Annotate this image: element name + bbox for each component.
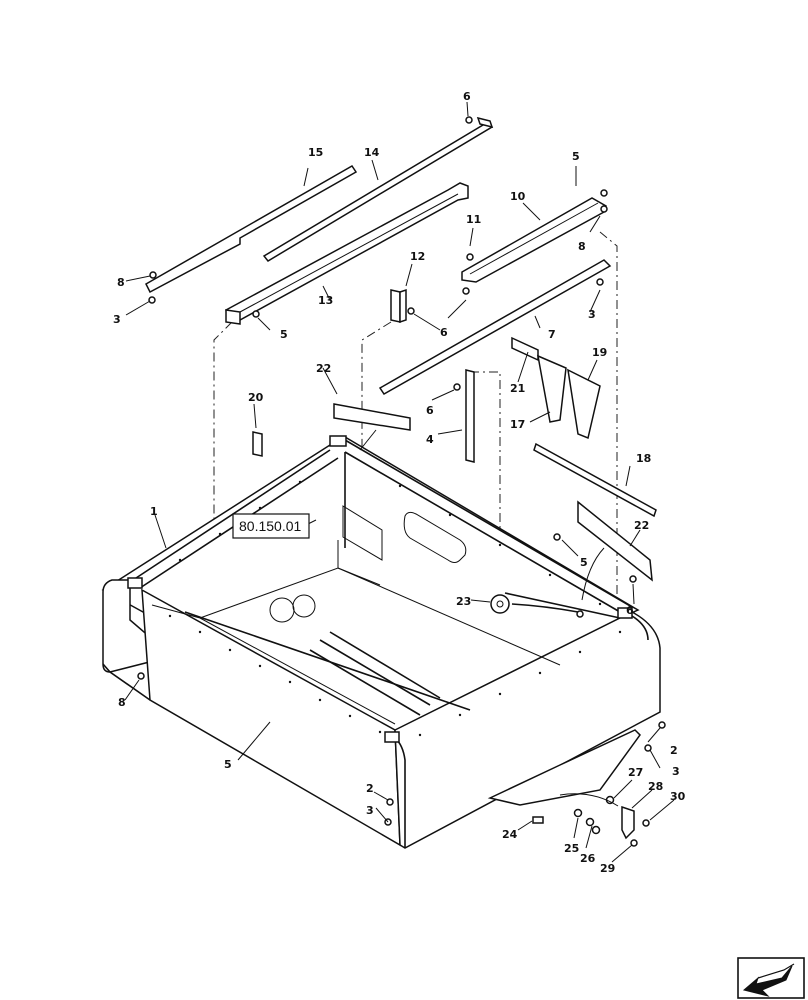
part-13-angle [225,182,469,325]
callout-11: 11 [466,213,481,226]
reference-link[interactable]: 80.150.01 [232,513,310,539]
leader-lines [124,101,675,863]
callout-6: 6 [463,90,471,103]
part-18-rail [533,442,657,518]
callout-6: 6 [426,404,434,417]
part-23-grommet [490,594,584,618]
callout-3: 3 [366,804,374,817]
callout-22: 22 [316,362,331,375]
callout-27: 27 [628,766,643,779]
part-7-rail [378,259,612,395]
bottom-hardware [532,793,650,847]
part-19-gusset [567,368,601,440]
callout-23: 23 [456,595,471,608]
callout-12: 12 [410,250,425,263]
callout-20: 20 [248,391,264,404]
part-15-rail [145,165,358,294]
callout-2: 2 [670,744,678,757]
callout-25: 25 [564,842,579,855]
part-21-bracket [511,336,539,362]
hopper-body [101,435,661,849]
part-12-bracket [390,288,407,324]
part-4-post [465,369,475,463]
callout-7: 7 [548,328,556,341]
next-page-arrow-icon[interactable] [737,957,805,999]
callout-labels: 6 15 14 5 10 11 8 3 13 12 5 6 8 3 7 22 2… [113,90,686,875]
callout-15: 15 [308,146,323,159]
callout-24: 24 [502,828,518,841]
callout-6: 6 [626,604,634,617]
callout-14: 14 [364,146,380,159]
part-20-plate [252,431,263,457]
callout-29: 29 [600,862,615,875]
callout-30: 30 [670,790,686,803]
callout-5: 5 [580,556,588,569]
callout-19: 19 [592,346,607,359]
callout-10: 10 [510,190,526,203]
callout-13: 13 [318,294,333,307]
callout-22: 22 [634,519,649,532]
callout-17: 17 [510,418,525,431]
hardware-dots [137,116,666,826]
callout-3: 3 [588,308,596,321]
callout-3: 3 [672,765,680,778]
callout-8: 8 [578,240,586,253]
callout-21: 21 [510,382,525,395]
callout-5: 5 [224,758,232,771]
callout-4: 4 [426,433,434,446]
part-14-long-rail [262,116,494,262]
callout-3: 3 [113,313,121,326]
callout-2: 2 [366,782,374,795]
callout-8: 8 [117,276,125,289]
callout-5: 5 [280,328,288,341]
part-17-gusset [537,354,567,423]
part-22-plate [333,403,653,582]
callout-5: 5 [572,150,580,163]
callout-8: 8 [118,696,126,709]
callout-28: 28 [648,780,663,793]
reference-label[interactable]: 80.150.01 [239,518,301,534]
callout-26: 26 [580,852,596,865]
callout-18: 18 [636,452,651,465]
callout-6: 6 [440,326,448,339]
callout-1: 1 [150,505,158,518]
